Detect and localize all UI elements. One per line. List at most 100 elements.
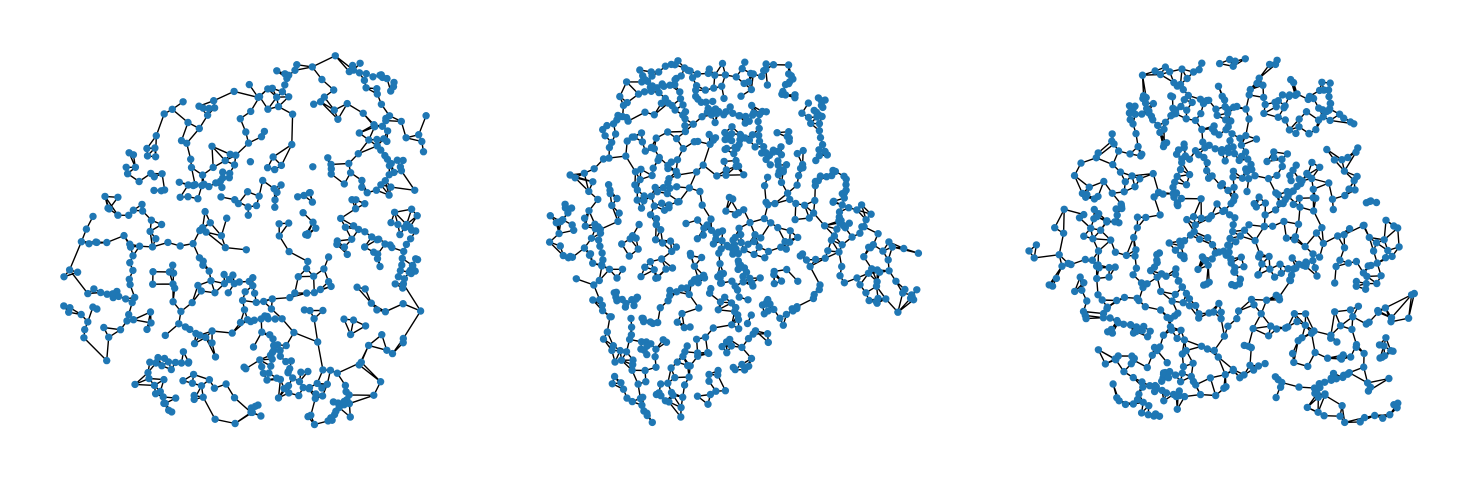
graph-node [396,266,405,275]
graph-node [1349,313,1357,321]
graph-node [757,72,766,81]
graph-node [1076,273,1084,281]
graph-node [1295,383,1303,391]
graph-node [334,115,342,124]
graph-node [630,301,638,310]
graph-node [760,214,768,223]
graph-node [1214,82,1223,91]
graph-node [1344,259,1353,267]
graph-node [1224,322,1232,330]
graph-node [364,341,373,350]
graph-node [1333,338,1341,346]
graph-node [630,133,638,141]
graph-node [219,174,227,182]
graph-node [1340,114,1348,122]
graph-node [610,289,618,297]
graph-node [681,127,690,136]
graph-node [1287,75,1295,84]
graph-node [221,243,230,252]
graph-node [1203,345,1212,353]
graph-node [378,122,387,130]
graph-node [786,227,794,235]
graph-node [1166,314,1174,323]
graph-node [674,57,682,65]
graph-node [294,193,302,201]
graph-node [1248,165,1256,174]
graph-node [761,254,769,262]
graph-node [275,220,283,228]
graph-node [221,156,229,165]
graph-node [581,222,589,230]
graph-node [1271,98,1279,107]
graph-node [358,176,366,185]
graph-node [323,380,331,388]
graph-node [821,254,829,262]
graph-node [332,407,340,415]
graph-node [1253,79,1261,88]
graph-node [723,144,731,153]
graph-node [873,266,881,274]
graph-node [1265,60,1274,69]
graph-node [653,84,661,92]
graph-node [873,299,881,307]
graph-node [245,80,253,89]
graph-node [652,215,661,223]
graph-node [1338,402,1346,410]
graph-node [720,94,728,103]
graph-node [1179,85,1187,94]
graph-node [661,62,670,70]
graph-node [236,115,244,123]
graph-node [1344,153,1352,162]
graph-node [734,311,742,319]
graph-node [1138,110,1146,118]
graph-node [309,218,317,226]
graph-node [363,189,371,197]
graph-node [737,92,745,100]
graph-node [1099,314,1108,322]
graph-node [105,333,113,341]
graph-node [303,231,312,239]
graph-node [1311,348,1319,357]
graph-node [1094,346,1103,354]
graph-node [1197,342,1206,350]
graph-node [318,75,326,84]
graph-node [184,118,192,127]
graph-node [737,230,745,239]
graph-node [829,198,837,206]
graph-node [805,214,813,222]
graph-node [617,356,626,364]
graph-node [299,383,307,392]
graph-node [1242,131,1250,140]
graph-node [313,379,321,388]
graph-node [660,206,669,214]
graph-node [1231,214,1239,222]
graph-node [1292,161,1300,169]
graph-node [742,112,750,121]
graph-node [273,93,281,101]
graph-node [1045,281,1053,289]
graph-node [324,154,332,162]
graph-node [1108,130,1116,138]
graph-node [1272,393,1280,402]
graph-node [1346,306,1355,314]
graph-node [614,217,622,226]
graph-node [770,305,778,314]
graph-node [714,273,722,281]
graph-node [611,358,619,366]
graph-node [853,206,861,214]
graph-node [264,315,272,323]
graph-node [650,111,658,119]
graph-node [1146,266,1155,275]
graph-node [274,394,283,402]
graph-node [1277,269,1285,277]
graph-node [302,264,311,273]
graph-node [776,314,784,322]
graph-node [650,202,658,210]
graph-node [1138,71,1147,79]
graph-node [383,137,391,146]
graph-node [1198,125,1206,134]
graph-node [1339,373,1347,382]
graph-node [1178,369,1186,377]
graph-node [190,391,198,400]
graph-node [1351,186,1359,194]
